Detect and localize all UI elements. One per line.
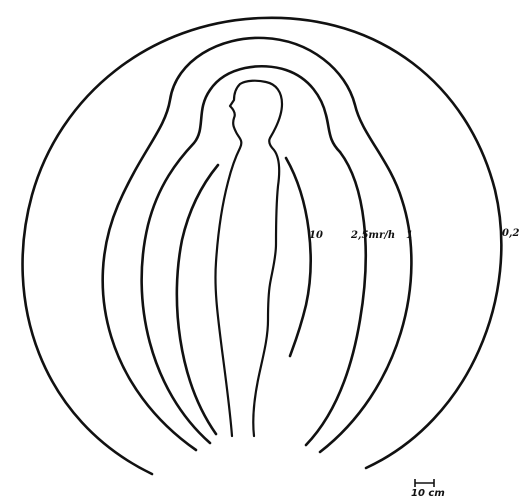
contour-2-5-right <box>306 152 366 445</box>
contour-label-10: 10 <box>309 231 323 241</box>
contour-label-2-5: 2,5mr/h <box>351 231 395 241</box>
contour-0-2-outer <box>23 18 502 474</box>
contour-10-right <box>286 158 311 356</box>
contour-label-0-2: 0,2 <box>502 229 519 239</box>
scale-label: 10 cm <box>411 489 445 499</box>
contour-label-1: 1 <box>406 231 413 241</box>
scale-bar <box>415 479 434 487</box>
contour-10-left <box>177 165 218 434</box>
human-silhouette <box>215 81 282 436</box>
